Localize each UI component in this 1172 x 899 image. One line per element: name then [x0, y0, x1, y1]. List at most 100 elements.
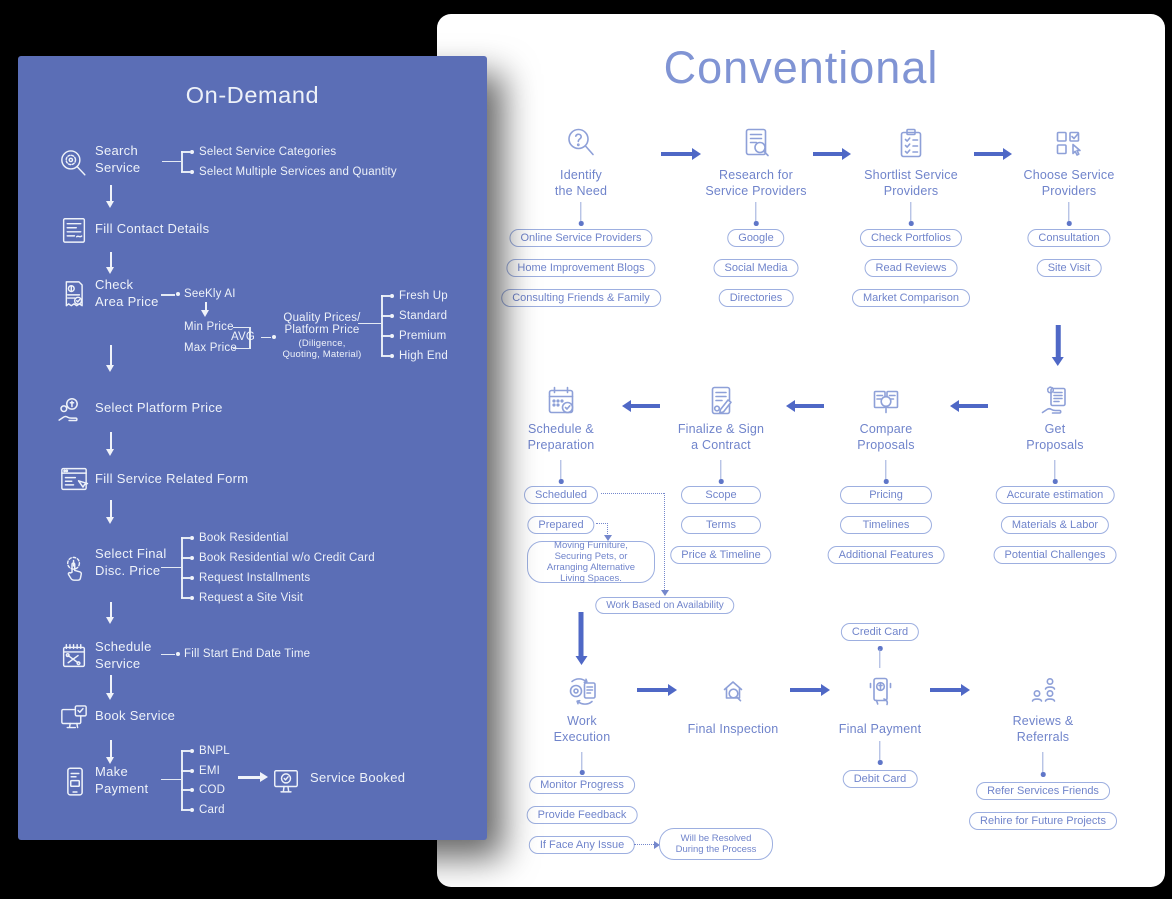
pill-if-face-any-issue: If Face Any Issue	[528, 836, 636, 854]
connector	[161, 294, 175, 296]
dotted-arrowhead	[654, 841, 660, 849]
pill: Online Service Providers	[509, 229, 653, 247]
connector	[161, 778, 181, 781]
preparation-note: Moving Furniture, Securing Pets, or Arra…	[527, 540, 655, 584]
connector	[181, 151, 190, 153]
connector	[161, 653, 175, 656]
avg-label: AVG	[231, 331, 256, 343]
connector	[162, 160, 181, 163]
bullet-dot	[190, 596, 194, 600]
branch-item: Fill Start End Date Time	[184, 648, 311, 660]
pill: Pricing	[840, 486, 932, 504]
connector	[581, 752, 583, 770]
connector	[181, 597, 190, 599]
shortlist-clipboard-icon	[900, 128, 922, 158]
bullet-dot	[390, 334, 394, 338]
pill-scheduled: Scheduled	[524, 486, 598, 504]
arrow-left	[950, 399, 988, 412]
node-final-payment: Final Payment	[838, 722, 922, 736]
connector	[381, 355, 390, 357]
connector	[233, 326, 249, 329]
max-price-label: Max Price	[184, 342, 237, 354]
pill: Refer Services Friends	[976, 782, 1110, 800]
connector	[1042, 752, 1044, 772]
connector	[879, 741, 881, 760]
tier-item: Premium	[399, 330, 447, 342]
tier-item: High End	[399, 350, 448, 362]
connector	[233, 347, 249, 350]
pill-debit-card: Debit Card	[842, 770, 918, 788]
step-book-service: Book Service	[95, 708, 176, 723]
connector	[181, 171, 190, 173]
dotted-connector	[664, 493, 665, 590]
pill: Timelines	[840, 516, 932, 534]
connector	[181, 577, 190, 579]
connector-dot	[718, 479, 724, 484]
branch-item: Select Multiple Services and Quantity	[199, 166, 397, 178]
connector	[261, 336, 271, 339]
connector-dot	[558, 479, 564, 484]
bullet-dot	[190, 150, 194, 154]
connector-dot	[877, 646, 883, 651]
bullet-dot	[190, 576, 194, 580]
choose-checkbox-icon	[1056, 131, 1081, 156]
connector	[381, 295, 383, 356]
pill: Terms	[681, 516, 761, 534]
pill: Materials & Labor	[1000, 516, 1110, 534]
bullet-dot	[176, 292, 180, 297]
connector-dot	[1052, 479, 1058, 484]
branch-item: Request a Site Visit	[199, 592, 304, 604]
area-price-receipt-icon	[65, 281, 83, 307]
connector	[181, 809, 190, 811]
tier-item: Fresh Up	[399, 290, 448, 302]
node-schedule-preparation: Schedule &Preparation	[527, 422, 595, 452]
arrow-right	[930, 683, 970, 696]
identify-need-icon	[568, 128, 594, 156]
pill: Social Media	[713, 259, 799, 277]
connector-dot	[578, 221, 584, 226]
pill: Price & Timeline	[670, 546, 772, 564]
dotted-arrowhead	[660, 590, 669, 596]
step-fill-service-form: Fill Service Related Form	[95, 471, 249, 486]
branch-item: Book Residential w/o Credit Card	[199, 552, 375, 564]
contact-form-icon	[62, 218, 86, 243]
arrow-down	[106, 345, 115, 372]
bullet-dot	[190, 749, 194, 753]
connector	[181, 750, 190, 752]
service-form-icon	[61, 467, 89, 491]
final-inspection-icon	[723, 681, 743, 702]
search-service-icon	[61, 150, 86, 176]
connector-dot	[908, 221, 914, 226]
pill: Rehire for Future Projects	[969, 812, 1117, 830]
final-price-tap-icon	[66, 556, 82, 581]
dotted-connector	[607, 523, 608, 536]
arrow-down	[578, 612, 584, 657]
connector-dot	[883, 479, 889, 484]
arrow-down	[106, 432, 115, 456]
dotted-connector	[601, 493, 664, 494]
connector-dot	[1040, 772, 1046, 777]
connector	[381, 335, 390, 337]
arrow-down	[106, 500, 115, 524]
connector	[181, 789, 190, 791]
arrow-down	[106, 675, 115, 700]
connector	[1054, 460, 1056, 479]
branch-item: Book Residential	[199, 532, 289, 544]
pill: Monitor Progress	[529, 776, 635, 794]
connector-dot	[877, 760, 883, 765]
arrow-down	[106, 602, 115, 624]
min-price-label: Min Price	[184, 321, 234, 333]
pill: Google	[727, 229, 785, 247]
arrow-right	[813, 147, 851, 160]
step-fill-contact-details: Fill Contact Details	[95, 221, 210, 236]
pill-prepared: Prepared	[527, 516, 595, 534]
arrow-down	[201, 302, 210, 317]
pill: Check Portfolios	[859, 229, 963, 247]
pill: Site Visit	[1036, 259, 1102, 277]
